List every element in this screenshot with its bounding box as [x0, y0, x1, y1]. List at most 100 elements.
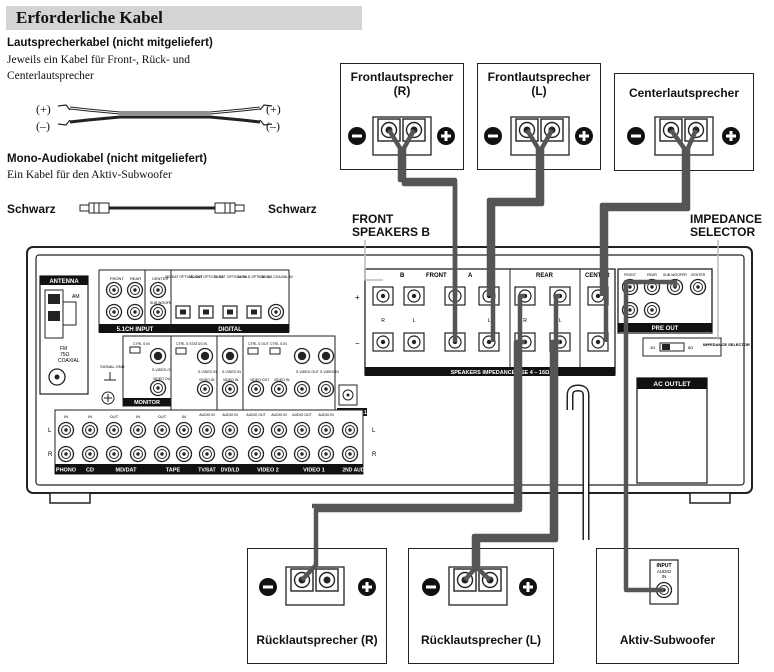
md-in: IN — [136, 414, 140, 419]
bottom-label-md: MD/DAT — [116, 468, 138, 474]
coaxial-label: COAXIAL — [58, 358, 80, 364]
cd-in: IN — [88, 414, 92, 419]
digital-jack-1-label: MD/DAT OPTICAL OUT — [165, 275, 203, 279]
mono-cable-right-label: Schwarz — [268, 202, 317, 216]
tvsat-ctrl-s-status: CTRL S STATUS IN — [176, 342, 208, 346]
center-speaker-title: Centerlautsprecher — [628, 86, 740, 100]
bottom-label-cd: CD — [86, 468, 94, 474]
spk-minus-label: − — [355, 339, 360, 348]
antenna-section: ANTENNA AM FM 75Ω COAXIAL — [39, 275, 89, 395]
digital-label: DIGITAL — [218, 327, 242, 333]
audio-channel-l-right: L — [372, 428, 376, 434]
spk-rear-l: L — [559, 318, 562, 324]
am-label: AM — [72, 294, 80, 300]
sub-input-line1: INPUT — [657, 563, 672, 569]
bottom-label-tape: TAPE — [166, 468, 181, 474]
video1-svideo-out: S-VIDEO OUT — [296, 370, 320, 374]
speaker-cable-title: Lautsprecherkabel (nicht mitgeliefert) — [7, 37, 213, 49]
monitor-label: MONITOR — [134, 400, 160, 406]
mono-cable-left-label: Schwarz — [7, 202, 56, 216]
jack-51-rear-label: REAR — [130, 276, 141, 281]
bottom-label-tvsat: TV/SAT — [198, 468, 215, 474]
pre-out-label: PRE OUT — [652, 326, 679, 332]
spk-plus-label: + — [355, 293, 360, 302]
rear-left-terminals — [422, 566, 537, 606]
bottom-label-dvd: DVD/LD — [221, 468, 240, 474]
input-51ch-label: 5.1CH INPUT — [117, 327, 154, 333]
impedance-selector-small: IMPEDANCE SELECTOR — [703, 342, 750, 347]
digital-jack-5-label: DVD/LD COAXIAL IN — [259, 275, 293, 279]
jack-51-center-label: CENTER — [152, 276, 169, 281]
jack-51-sub-label: SUB WOOFER — [150, 301, 174, 305]
cable-plus-left: (+) — [36, 102, 51, 116]
bottom-label-video1: VIDEO 1 — [303, 468, 325, 474]
fm-label-1: FM — [60, 346, 67, 352]
video2-ctrl-s-in: CTRL S IN — [270, 342, 287, 346]
spk-a-label: A — [468, 273, 473, 279]
front-left-speaker-channel: (L) — [531, 84, 547, 98]
impedance-selector-callout: IMPEDANCE SELECTOR — [690, 213, 762, 239]
sub-input-line3: IN — [662, 574, 667, 579]
pre-out-front: FRONT — [624, 273, 637, 277]
mono-cable-title: Mono-Audiokabel (nicht mitgeliefert) — [7, 153, 207, 165]
mono-cable-desc: Ein Kabel für den Aktiv-Subwoofer — [7, 169, 172, 181]
tape-in: IN — [182, 414, 186, 419]
video2-ctrl-s-out: CTRL S OUT — [248, 342, 270, 346]
audio-channel-r-right: R — [372, 452, 377, 458]
spk-front-label: FRONT — [426, 273, 447, 279]
cable-minus-right: (–) — [266, 119, 280, 133]
audio-channel-r: R — [48, 452, 53, 458]
speaker-cables — [300, 128, 699, 593]
speaker-cable-illustration — [57, 104, 273, 126]
jack-51-front-label: FRONT — [110, 276, 124, 281]
ac-outlet-label: AC OUTLET — [653, 381, 690, 388]
mono-cable-illustration — [79, 202, 245, 214]
video-section: CTRL S IN S-VIDEO OUT VIDEO OUT MONITOR … — [100, 335, 370, 416]
impedance-selector-line2: SELECTOR — [690, 225, 756, 239]
impedance-selector-line1: IMPEDANCE — [690, 212, 763, 226]
phono-in: IN — [64, 414, 68, 419]
section-header: Erforderliche Kabel — [6, 6, 362, 30]
spk-center-label: CENTER — [585, 273, 610, 279]
dvd-video-in: VIDEO IN — [223, 378, 239, 382]
digital-section: MD/DAT OPTICAL OUT MD/DAT OPTICAL IN TV/… — [165, 269, 293, 333]
tvsat-video-in: VIDEO IN — [199, 378, 215, 382]
sub-input-line2: AUDIO — [657, 569, 672, 574]
front-right-speaker-title: Frontlautsprecher — [350, 70, 454, 84]
bottom-label-video2: VIDEO 2 — [257, 468, 279, 474]
video1-audio-out: AUDIO OUT — [292, 413, 312, 417]
pre-out-sub: SUB WOOFER — [663, 273, 687, 277]
video2-in-label: VIDEO IN — [274, 378, 290, 382]
md-out: OUT — [110, 414, 119, 419]
front-speakers-b-line2: SPEAKERS B — [352, 225, 431, 239]
spk-a-l: L — [488, 318, 491, 324]
spk-rear-r: R — [523, 318, 527, 324]
front-b-pointer — [364, 240, 383, 281]
digital-jack-4-label: DVD/LD OPTICAL IN — [237, 275, 271, 279]
imp-4-label: 4Ω — [650, 345, 655, 350]
digital-jack-2-label: MD/DAT OPTICAL IN — [189, 275, 223, 279]
bottom-label-phono: PHONO — [56, 468, 77, 474]
bottom-label-2nd-audio: 2ND AUDIO OUT — [342, 468, 381, 474]
subwoofer-title: Aktiv-Subwoofer — [619, 633, 716, 647]
imp-8-label: 8Ω — [688, 345, 693, 350]
speaker-cable-desc-line1: Jeweils ein Kabel für Front-, Rück- und — [7, 54, 191, 66]
speaker-cable-desc-line2: Centerlautsprecher — [7, 70, 94, 82]
rear-right-speaker-title: Rücklautsprecher (R) — [256, 633, 378, 647]
tvsat-svideo-in: S-VIDEO IN — [198, 370, 217, 374]
video2-audio-in: AUDIO IN — [271, 413, 287, 417]
spk-b-label: B — [400, 273, 405, 279]
audio-channel-l: L — [48, 428, 52, 434]
digital-jack-3-label: TV/SAT OPTICAL IN — [214, 275, 247, 279]
front-left-speaker-title: Frontlautsprecher — [487, 70, 591, 84]
video1-audio-in: AUDIO IN — [318, 413, 334, 417]
spk-b-r: R — [381, 318, 385, 324]
tvsat-audio-in: AUDIO IN — [199, 413, 215, 417]
monitor-video-out: VIDEO OUT — [153, 377, 173, 381]
monitor-ctrl-s-in: CTRL S IN — [133, 342, 150, 346]
section-title: Erforderliche Kabel — [16, 8, 163, 27]
dvd-svideo-in: S-VIDEO IN — [222, 370, 241, 374]
tape-out: OUT — [158, 414, 167, 419]
monitor-svideo-out: S-VIDEO OUT — [152, 368, 176, 372]
